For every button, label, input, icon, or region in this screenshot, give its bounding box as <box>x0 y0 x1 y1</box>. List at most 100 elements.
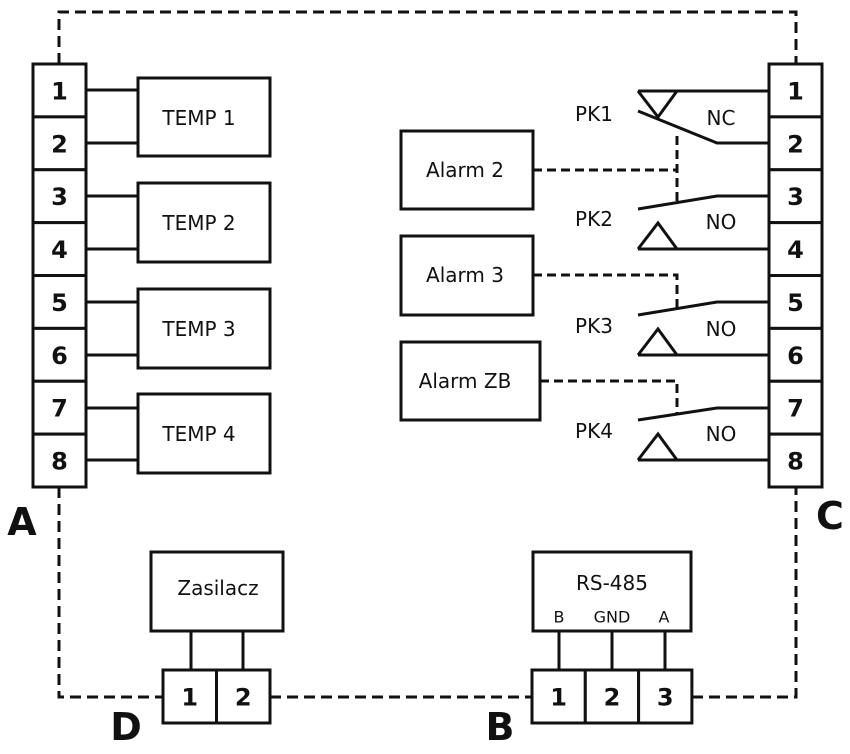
relay-pk3: PK3 NO <box>575 300 769 357</box>
terminal-b-2: 2 <box>583 668 641 725</box>
terminal-b-1: 1 <box>530 668 587 725</box>
power-supply-label: Zasilacz <box>177 576 258 600</box>
terminal-number: 3 <box>51 183 68 211</box>
relay-moving-contact <box>637 109 769 145</box>
relay-moving-contact <box>637 406 769 422</box>
temp-sensor-1: TEMP 1 <box>86 76 272 158</box>
terminal-c-7: 7 <box>767 379 824 436</box>
terminal-number: 5 <box>787 289 804 317</box>
contact-triangle-icon <box>636 431 679 461</box>
terminal-block-c: 1 234 5 6 7 8 C <box>767 62 844 538</box>
temp-sensor-3: TEMP 3 <box>86 287 272 370</box>
terminal-number: 1 <box>181 684 198 712</box>
block-label-d: D <box>110 705 142 749</box>
contact-triangle-icon <box>636 220 679 250</box>
terminal-c-4: 4 <box>767 221 824 277</box>
terminal-block-a: 1 2 3 4 5 6 7 8 A <box>7 62 88 544</box>
rs485-pin-label: B <box>554 608 565 627</box>
terminal-number: 3 <box>657 684 674 712</box>
terminal-cell <box>767 379 824 436</box>
temp-sensor-box <box>136 76 272 158</box>
terminal-a-8: 8 <box>31 432 88 489</box>
terminal-number: 2 <box>51 130 68 158</box>
contact-triangle-icon <box>636 326 679 356</box>
temp-sensor-box <box>136 392 272 475</box>
relay-name: PK4 <box>575 419 613 443</box>
relay-type: NC <box>707 106 736 130</box>
terminal-cell <box>767 62 824 119</box>
relay-type: NO <box>706 317 737 341</box>
terminal-number: 2 <box>604 684 621 712</box>
alarm-box <box>399 129 535 211</box>
terminal-a-3: 3 <box>31 168 88 225</box>
terminal-number: 1 <box>51 77 68 105</box>
rs485-module: RS-485 B GND A <box>531 550 693 670</box>
temp-sensor-label: TEMP 4 <box>161 422 235 446</box>
terminal-c-6: 6 <box>767 326 824 383</box>
terminal-number: 5 <box>51 289 68 317</box>
rs485-pin-label: GND <box>594 608 631 627</box>
alarm-3: Alarm 3 <box>399 234 679 317</box>
terminal-cell <box>161 668 218 725</box>
terminal-cell <box>31 326 88 383</box>
terminal-number: 7 <box>51 395 68 423</box>
temp-sensor-2: TEMP 2 <box>86 181 272 264</box>
terminal-cell <box>767 168 824 225</box>
terminal-number: 8 <box>787 448 804 476</box>
alarm-box <box>399 234 535 317</box>
terminal-cell <box>31 221 88 277</box>
temp-sensor-label: TEMP 3 <box>161 317 235 341</box>
terminal-number: 8 <box>51 448 68 476</box>
terminal-c-2: 2 <box>767 115 824 172</box>
temp-sensor-label: TEMP 1 <box>161 106 235 130</box>
temp-sensor-box <box>136 181 272 264</box>
relay-name: PK3 <box>575 314 613 338</box>
relay-pk4: PK4 NO <box>575 406 769 462</box>
terminal-a-4: 4 <box>31 221 88 277</box>
relay-moving-contact <box>637 300 769 317</box>
temp-sensor-4: TEMP 4 <box>86 392 272 475</box>
block-label-c: C <box>816 494 844 538</box>
terminal-cell <box>215 668 272 725</box>
temp-sensor-box <box>136 287 272 370</box>
terminal-c-3: 3 <box>767 168 824 225</box>
terminal-number: 1 <box>787 77 804 105</box>
block-label-b: B <box>486 705 515 749</box>
relay-pk2: PK2 NO <box>575 194 769 251</box>
rs485-label: RS-485 <box>576 571 648 595</box>
terminal-d-1: 1 <box>161 668 218 725</box>
alarm-label: Alarm ZB <box>419 369 512 393</box>
terminal-c-5: 5 <box>767 274 824 330</box>
block-label-a: A <box>7 500 37 544</box>
terminal-a-7: 7 <box>31 379 88 436</box>
relay-type: NO <box>706 210 737 234</box>
alarm-zb: Alarm ZB <box>399 340 679 422</box>
contact-triangle-icon <box>636 89 680 120</box>
rs485-box <box>531 550 693 633</box>
relay-type: NO <box>706 422 737 446</box>
terminal-c-8: 8 <box>767 432 824 489</box>
alarm-label: Alarm 3 <box>426 263 504 287</box>
relay-name: PK1 <box>575 102 613 126</box>
temp-sensor-label: TEMP 2 <box>161 211 235 235</box>
enclosure-right-edge <box>692 487 798 699</box>
rs485-pin-label: A <box>659 608 670 627</box>
enclosure-outline <box>57 10 798 699</box>
alarm-3-control-line <box>533 273 679 309</box>
terminal-c-1: 1 <box>767 62 824 119</box>
terminal-number: 4 <box>51 236 68 264</box>
terminal-number: 7 <box>787 395 804 423</box>
alarm-label: Alarm 2 <box>426 158 504 182</box>
terminal-cell <box>767 274 824 330</box>
terminal-a-6: 6 <box>31 326 88 383</box>
terminal-cell <box>31 379 88 436</box>
alarm-zb-control-line <box>540 379 679 414</box>
terminal-a-2: 2 <box>31 115 88 172</box>
terminal-number: 6 <box>51 342 68 370</box>
terminal-d-2: 2 <box>215 668 272 725</box>
alarm-2: Alarm 2 <box>399 129 679 211</box>
relay-name: PK2 <box>575 207 613 231</box>
